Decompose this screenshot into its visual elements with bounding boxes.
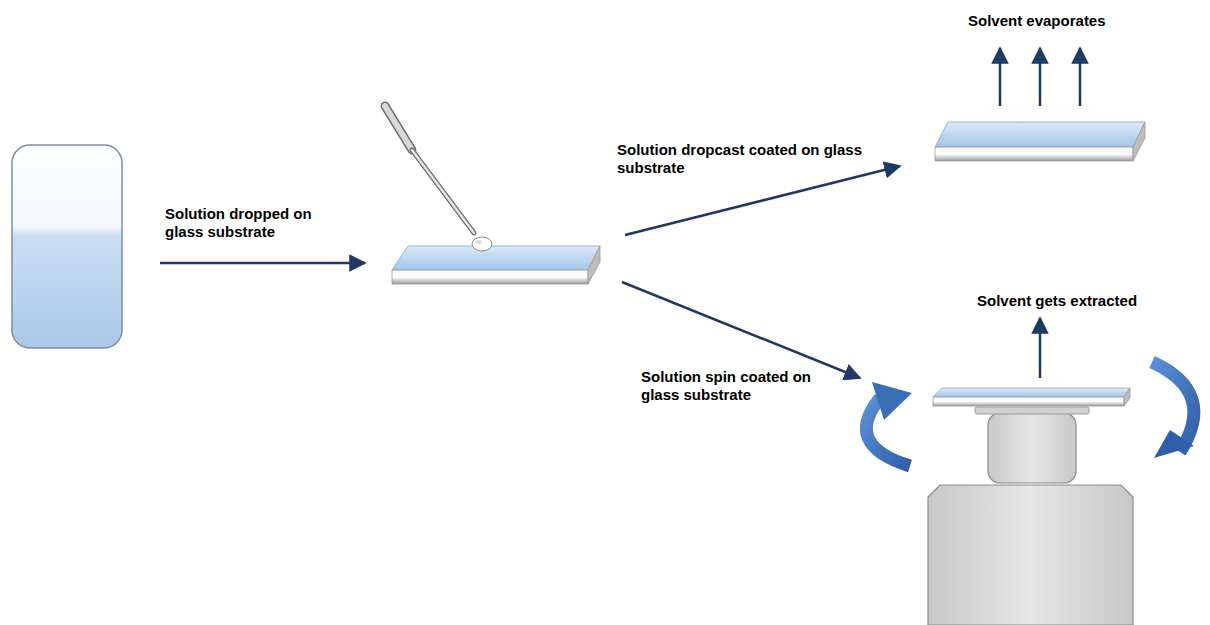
process-arrow: [160, 262, 365, 265]
process-arrow: [622, 282, 860, 378]
glass-substrate: [392, 246, 600, 284]
rotation-arrow: [866, 382, 912, 466]
result-label: Solvent gets extracted: [977, 292, 1137, 310]
process-arrow: [625, 166, 900, 235]
extraction-arrow: [1039, 318, 1042, 378]
step-label: Solution dropcast coated on glass substr…: [617, 141, 867, 177]
rotation-arrow: [1152, 362, 1194, 458]
evaporation-arrows: [1000, 48, 1080, 106]
result-label: Solvent evaporates: [968, 12, 1106, 30]
step-label: Solution spin coated on glass substrate: [641, 368, 826, 404]
step-label: Solution dropped on glass substrate: [165, 205, 345, 241]
glass-substrate: [935, 122, 1145, 161]
spin-coater: [928, 388, 1133, 625]
pipette: [385, 106, 492, 251]
vial: [12, 145, 122, 348]
